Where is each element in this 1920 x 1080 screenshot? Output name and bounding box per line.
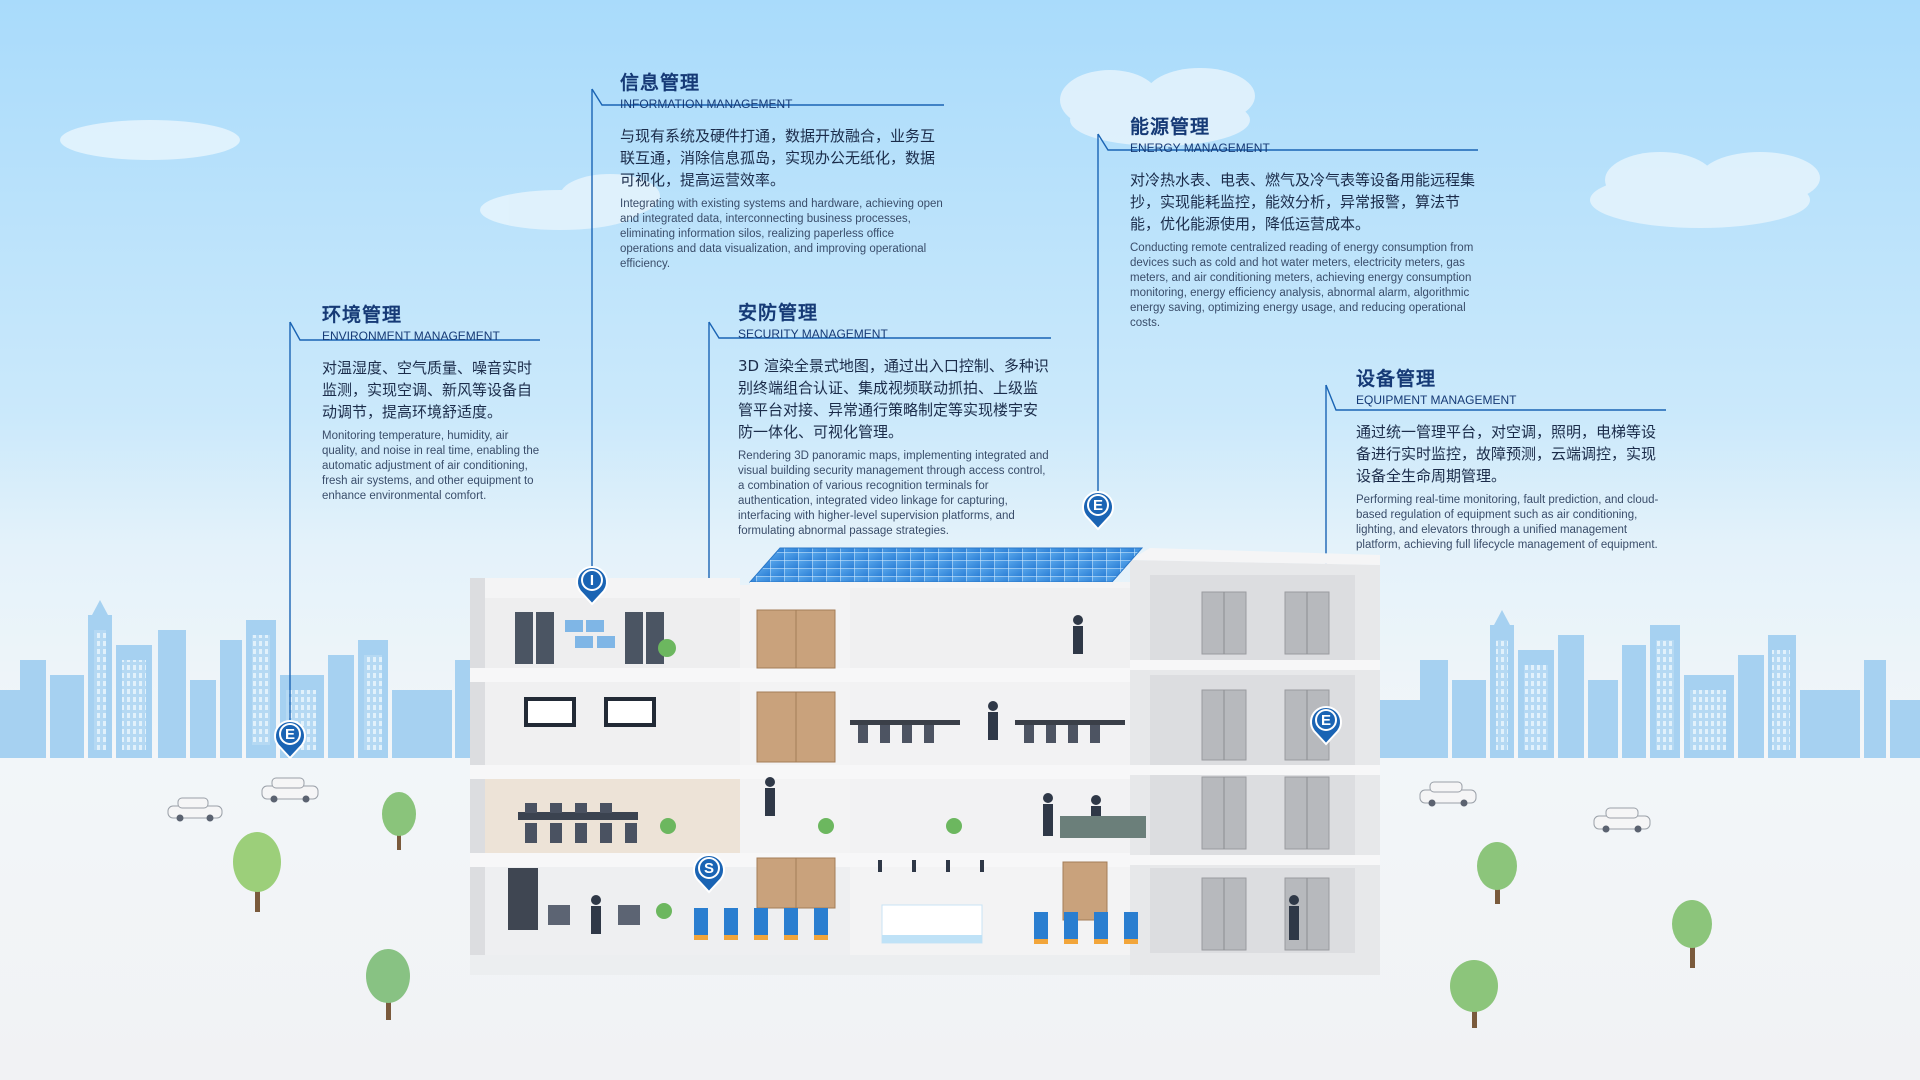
solar-panel [748, 547, 1144, 583]
panel-title-en: ENVIRONMENT MANAGEMENT [322, 329, 500, 343]
pin-label-energy: E [1093, 497, 1103, 514]
panel-security: 安防管理 SECURITY MANAGEMENT 3D 渲染全景式地图，通过出入… [738, 298, 1052, 539]
location-pin-icon[interactable]: E [1310, 706, 1342, 746]
panel-title-en: SECURITY MANAGEMENT [738, 327, 888, 341]
panel-title-en: ENERGY MANAGEMENT [1130, 141, 1270, 155]
skyline-right-windows [1496, 640, 1790, 750]
panel-title-cn: 环境管理 [322, 304, 403, 326]
trees [233, 792, 1712, 1028]
panel-desc-en: Rendering 3D panoramic maps, implementin… [738, 450, 1049, 537]
location-pin-icon[interactable]: I [576, 566, 608, 606]
panel-desc-cn: 对冷热水表、电表、燃气及冷气表等设备用能远程集抄，实现能耗监控，能效分析，异常报… [1130, 171, 1476, 233]
building [470, 547, 1380, 975]
panel-title-cn: 设备管理 [1356, 368, 1437, 390]
panel-desc-en: Monitoring temperature, humidity, air qu… [322, 430, 540, 502]
panel-title-en: INFORMATION MANAGEMENT [620, 97, 793, 111]
pin-label-information: I [590, 572, 594, 589]
clouds [60, 68, 1820, 230]
pin-label-environment: E [285, 726, 295, 743]
panel-desc-en: Conducting remote centralized reading of… [1130, 242, 1474, 329]
location-pin-icon[interactable]: E [274, 720, 306, 760]
location-pin-icon[interactable]: S [693, 854, 725, 894]
panel-title-cn: 信息管理 [620, 72, 701, 94]
pin-label-security: S [704, 860, 714, 877]
panel-title-cn: 能源管理 [1130, 116, 1211, 138]
panel-title-en: EQUIPMENT MANAGEMENT [1356, 393, 1517, 407]
panel-title-cn: 安防管理 [738, 302, 819, 324]
panel-energy: 能源管理 ENERGY MANAGEMENT 对冷热水表、电表、燃气及冷气表等设… [1130, 112, 1480, 331]
panel-desc-cn: 3D 渲染全景式地图，通过出入口控制、多种识别终端组合认证、集成视频联动抓拍、上… [738, 357, 1049, 441]
panel-desc-cn: 与现有系统及硬件打通，数据开放融合，业务互联互通，消除信息孤岛，实现办公无纸化，… [620, 127, 936, 189]
location-pin-icon[interactable]: E [1082, 491, 1114, 531]
panel-desc-en: Performing real-time monitoring, fault p… [1356, 494, 1659, 551]
panel-desc-en: Integrating with existing systems and ha… [620, 198, 943, 270]
panel-equipment: 设备管理 EQUIPMENT MANAGEMENT 通过统一管理平台，对空调，照… [1356, 364, 1666, 553]
panel-desc-cn: 通过统一管理平台，对空调，照明，电梯等设备进行实时监控，故障预测，云端调控，实现… [1356, 423, 1657, 485]
panel-information: 信息管理 INFORMATION MANAGEMENT 与现有系统及硬件打通，数… [620, 68, 946, 272]
pin-label-equipment: E [1321, 712, 1331, 729]
panel-desc-cn: 对温湿度、空气质量、噪音实时监测，实现空调、新风等设备自动调节，提高环境舒适度。 [322, 359, 533, 421]
turnstile-gates [694, 908, 1138, 942]
panel-environment: 环境管理 ENVIRONMENT MANAGEMENT 对温湿度、空气质量、噪音… [322, 300, 542, 504]
